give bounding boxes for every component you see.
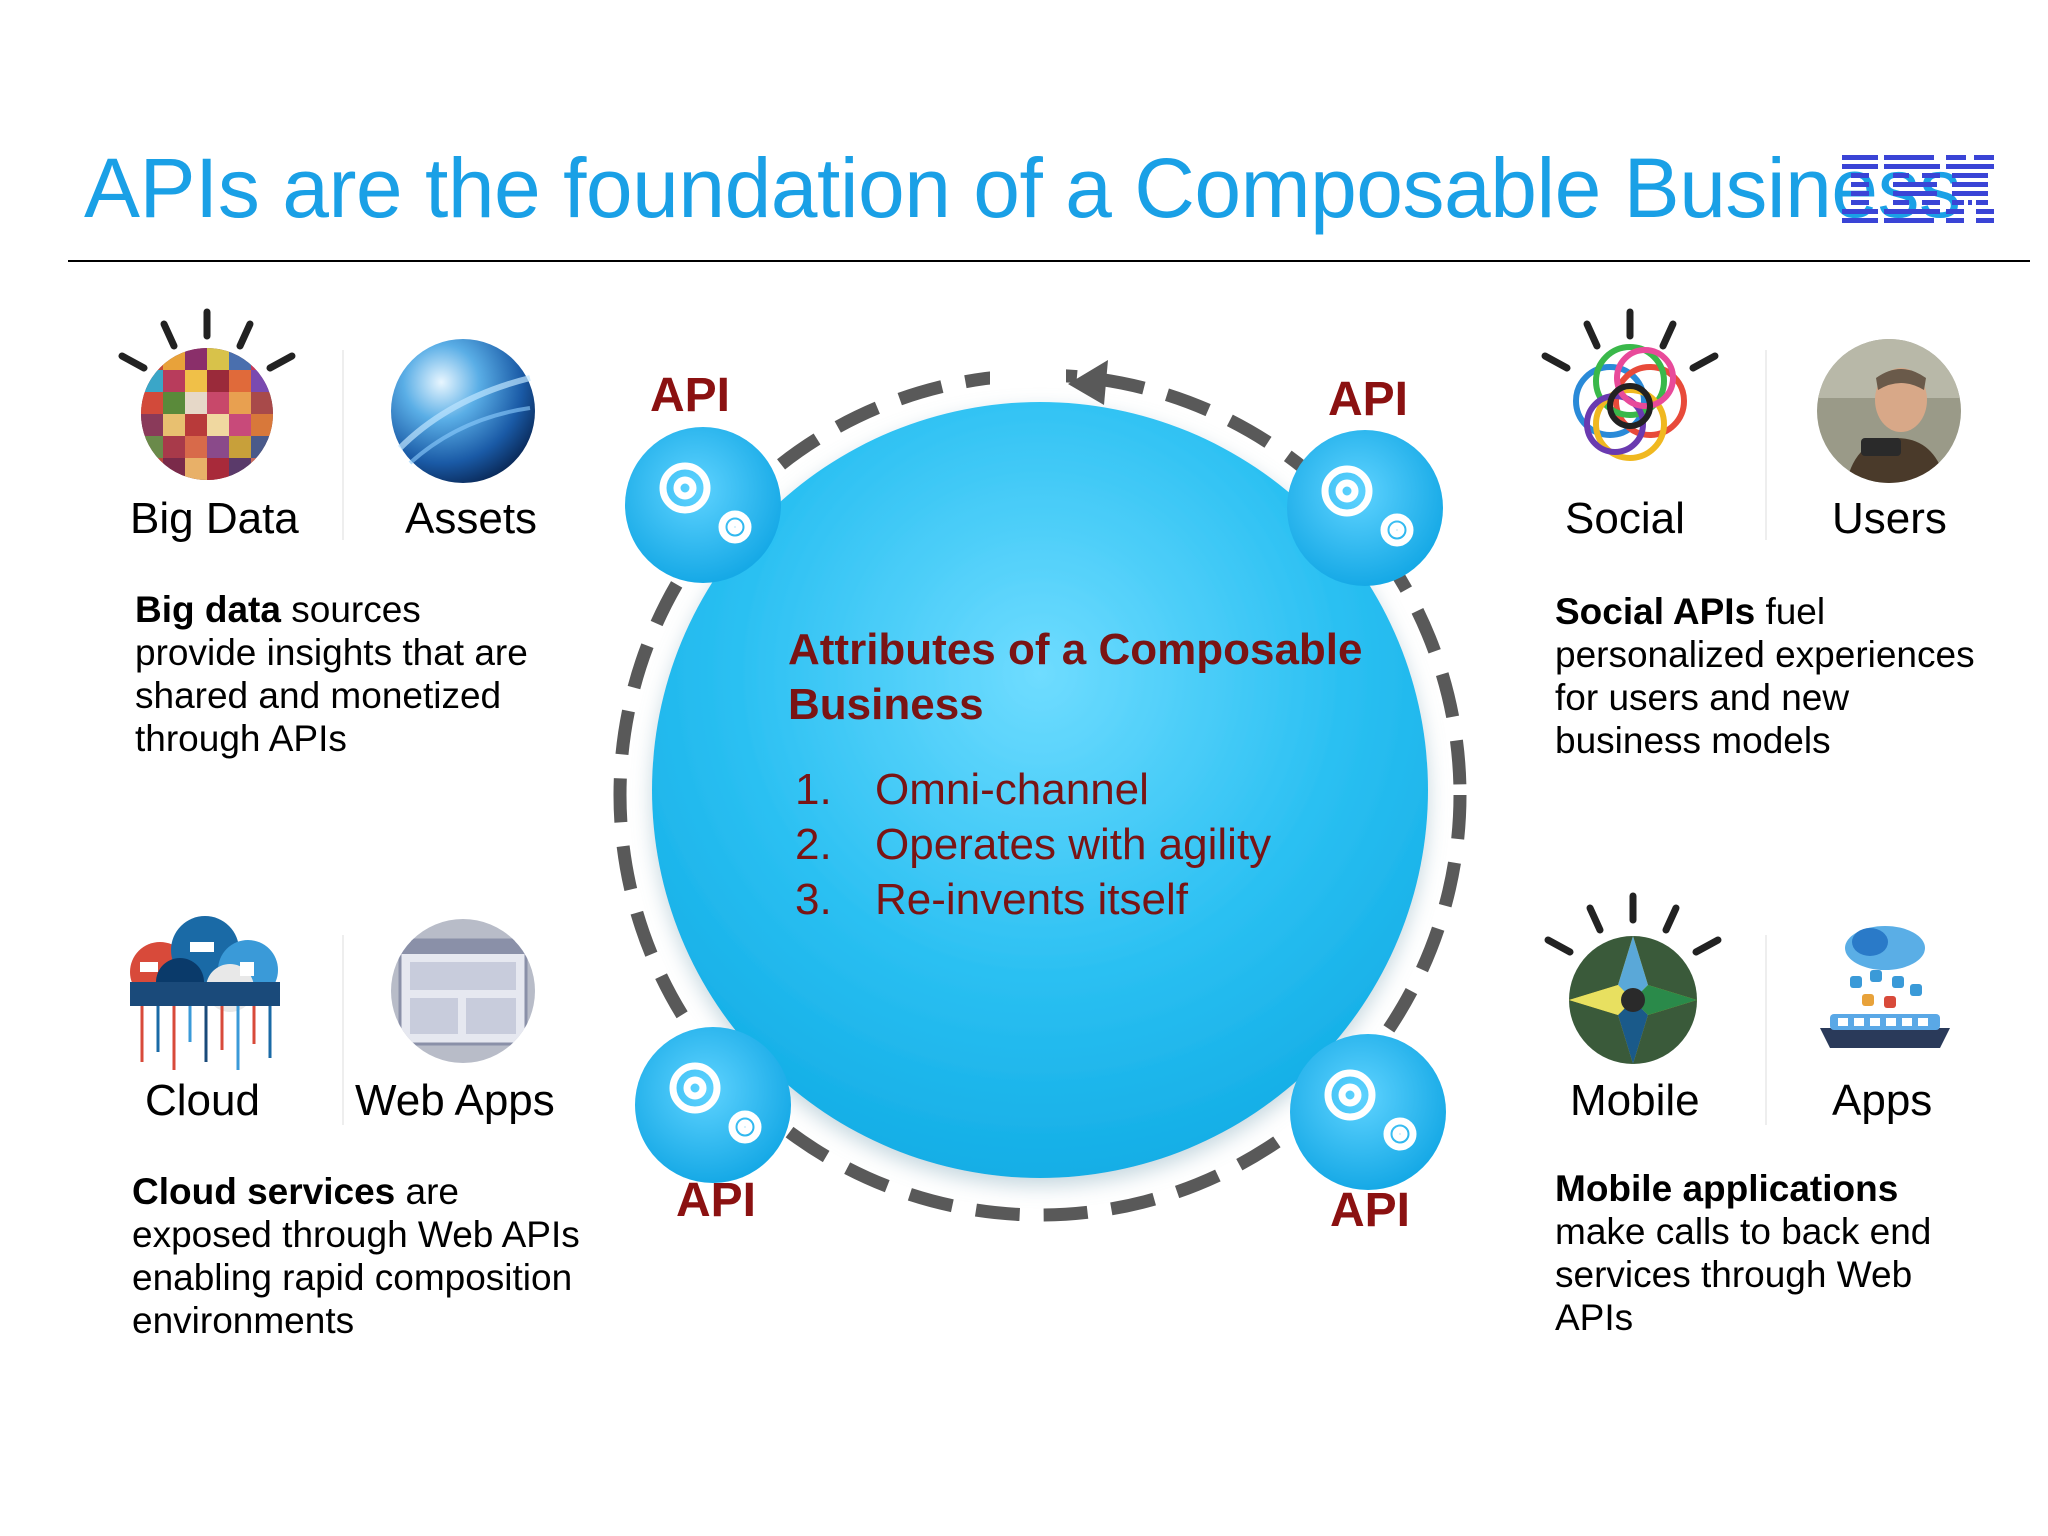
caption-assets: Assets bbox=[405, 494, 538, 543]
mobile-icon bbox=[1544, 892, 1722, 1064]
icon-divider bbox=[342, 935, 344, 1125]
caption-social: Social bbox=[1565, 494, 1685, 543]
cloud-icon bbox=[130, 916, 280, 1070]
gear-icon bbox=[1321, 465, 1414, 547]
api-label-top-left: API bbox=[650, 369, 731, 422]
social-icon bbox=[1541, 308, 1719, 461]
api-node-top-right bbox=[1287, 430, 1443, 586]
caption-big-data: Big Data bbox=[130, 494, 299, 543]
users-icon bbox=[1817, 339, 1961, 483]
apps-icon bbox=[1820, 926, 1950, 1048]
description-cloud: Cloud services are exposed through Web A… bbox=[132, 1171, 580, 1341]
assets-icon bbox=[391, 339, 535, 483]
caption-users: Users bbox=[1832, 494, 1947, 543]
title-divider bbox=[68, 260, 2030, 262]
caption-apps: Apps bbox=[1832, 1076, 1933, 1125]
central-circle bbox=[652, 402, 1428, 1178]
list-item: 2.Operates with agility bbox=[795, 820, 1272, 869]
list-item: 3.Re-invents itself bbox=[795, 875, 1189, 924]
gear-icon bbox=[1324, 1069, 1417, 1151]
caption-cloud: Cloud bbox=[145, 1076, 260, 1125]
api-node-bottom-right bbox=[1290, 1034, 1446, 1190]
api-node-bottom-left bbox=[635, 1027, 791, 1183]
api-label-top-right: API bbox=[1328, 373, 1409, 426]
description-social: Social APIs fuel personalized experience… bbox=[1555, 591, 1975, 761]
api-node-top-left bbox=[625, 427, 781, 583]
caption-mobile: Mobile bbox=[1570, 1076, 1700, 1125]
slide-title: APIs are the foundation of a Composable … bbox=[84, 141, 1961, 235]
ibm-logo bbox=[1842, 155, 1994, 223]
description-big-data: Big data sources provide insights that a… bbox=[135, 589, 528, 759]
api-label-bottom-right: API bbox=[1330, 1184, 1411, 1237]
list-item: 1.Omni-channel bbox=[795, 765, 1149, 814]
icon-divider bbox=[342, 350, 344, 540]
attributes-list: 1.Omni-channel 2.Operates with agility 3… bbox=[795, 762, 1271, 927]
gear-icon bbox=[659, 462, 752, 544]
gear-icon bbox=[669, 1062, 762, 1144]
description-mobile: Mobile applications make calls to back e… bbox=[1555, 1168, 1932, 1338]
icon-divider bbox=[1765, 935, 1767, 1125]
icon-divider bbox=[1765, 350, 1767, 540]
big-data-icon bbox=[118, 308, 296, 480]
caption-web-apps: Web Apps bbox=[355, 1076, 555, 1125]
center-heading: Attributes of a Composable Business bbox=[788, 625, 1363, 729]
web-apps-icon bbox=[391, 919, 535, 1063]
cycle-arrow-head bbox=[1068, 360, 1108, 405]
api-label-bottom-left: API bbox=[676, 1174, 757, 1227]
